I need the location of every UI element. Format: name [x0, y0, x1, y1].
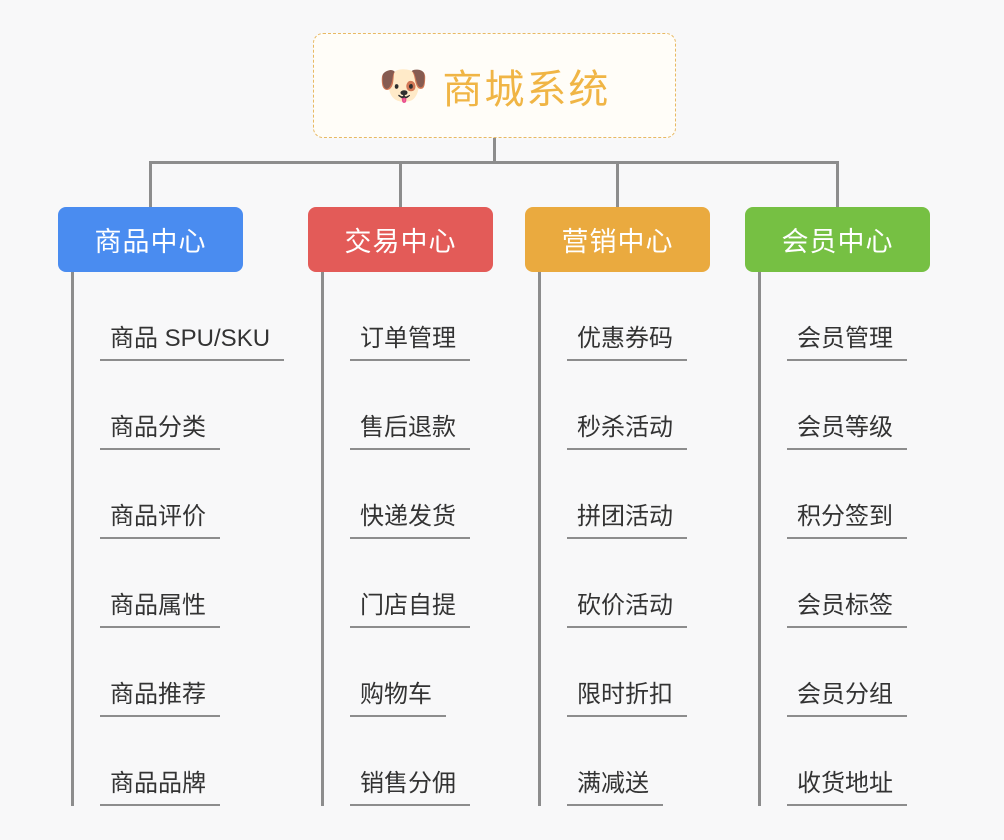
list-item[interactable]: 会员分组 [761, 628, 945, 717]
list-item[interactable]: 商品推荐 [74, 628, 308, 717]
list-item-label: 快递发货 [350, 503, 470, 539]
item-list-product-center: 商品 SPU/SKU 商品分类 商品评价 商品属性 商品推荐 商品品牌 [71, 272, 308, 806]
list-item-label: 秒杀活动 [567, 414, 687, 450]
category-header-member-center[interactable]: 会员中心 [745, 207, 930, 272]
list-item-label: 会员等级 [787, 414, 907, 450]
list-item[interactable]: 商品 SPU/SKU [74, 272, 308, 361]
item-list-trade-center: 订单管理 售后退款 快递发货 门店自提 购物车 销售分佣 [321, 272, 525, 806]
list-item-label: 商品推荐 [100, 681, 220, 717]
root-node-shopping-mall-system[interactable]: 🐶 商城系统 [313, 33, 676, 138]
list-item-label: 会员管理 [787, 325, 907, 361]
list-item-label: 门店自提 [350, 592, 470, 628]
list-item[interactable]: 购物车 [324, 628, 525, 717]
list-item-label: 拼团活动 [567, 503, 687, 539]
list-item[interactable]: 商品品牌 [74, 717, 308, 806]
list-item-label: 商品品牌 [100, 770, 220, 806]
connector-drop-trade-center [399, 161, 402, 207]
list-item-label: 满减送 [567, 770, 663, 806]
list-item[interactable]: 秒杀活动 [541, 361, 745, 450]
root-node-title: 商城系统 [442, 67, 611, 112]
list-item-label: 砍价活动 [567, 592, 687, 628]
list-item[interactable]: 商品分类 [74, 361, 308, 450]
list-item[interactable]: 满减送 [541, 717, 745, 806]
connector-drop-marketing-center [616, 161, 619, 207]
list-item[interactable]: 会员管理 [761, 272, 945, 361]
list-item[interactable]: 订单管理 [324, 272, 525, 361]
connector-drop-member-center [836, 161, 839, 207]
list-item-label: 商品属性 [100, 592, 220, 628]
list-item-label: 限时折扣 [567, 681, 687, 717]
list-item-label: 会员分组 [787, 681, 907, 717]
item-list-marketing-center: 优惠券码 秒杀活动 拼团活动 砍价活动 限时折扣 满减送 [538, 272, 745, 806]
list-item[interactable]: 快递发货 [324, 450, 525, 539]
category-header-product-center[interactable]: 商品中心 [58, 207, 243, 272]
connector-root-stem [493, 138, 496, 164]
category-label: 会员中心 [781, 227, 894, 257]
list-item-label: 收货地址 [787, 770, 907, 806]
list-item-label: 售后退款 [350, 414, 470, 450]
list-item-label: 商品 SPU/SKU [100, 325, 285, 361]
list-item-label: 商品评价 [100, 503, 220, 539]
connector-drop-product-center [149, 161, 152, 207]
list-item[interactable]: 商品评价 [74, 450, 308, 539]
list-item[interactable]: 会员标签 [761, 539, 945, 628]
column-marketing-center: 营销中心 优惠券码 秒杀活动 拼团活动 砍价活动 限时折扣 满减送 [525, 207, 745, 806]
category-header-trade-center[interactable]: 交易中心 [308, 207, 493, 272]
list-item[interactable]: 会员等级 [761, 361, 945, 450]
list-item-label: 优惠券码 [567, 325, 687, 361]
dog-face-icon: 🐶 [378, 63, 429, 108]
list-item[interactable]: 优惠券码 [541, 272, 745, 361]
category-header-marketing-center[interactable]: 营销中心 [525, 207, 710, 272]
list-item[interactable]: 限时折扣 [541, 628, 745, 717]
list-item[interactable]: 积分签到 [761, 450, 945, 539]
category-label: 交易中心 [344, 227, 457, 257]
list-item[interactable]: 销售分佣 [324, 717, 525, 806]
list-item-label: 销售分佣 [350, 770, 470, 806]
list-item[interactable]: 商品属性 [74, 539, 308, 628]
list-item-label: 积分签到 [787, 503, 907, 539]
column-trade-center: 交易中心 订单管理 售后退款 快递发货 门店自提 购物车 销售分佣 [308, 207, 525, 806]
connector-horizontal-bus [149, 161, 839, 164]
list-item-label: 订单管理 [350, 325, 470, 361]
column-product-center: 商品中心 商品 SPU/SKU 商品分类 商品评价 商品属性 商品推荐 商品品牌 [58, 207, 308, 806]
item-list-member-center: 会员管理 会员等级 积分签到 会员标签 会员分组 收货地址 [758, 272, 945, 806]
list-item-label: 购物车 [350, 681, 446, 717]
list-item[interactable]: 砍价活动 [541, 539, 745, 628]
list-item[interactable]: 收货地址 [761, 717, 945, 806]
list-item-label: 商品分类 [100, 414, 220, 450]
list-item-label: 会员标签 [787, 592, 907, 628]
list-item[interactable]: 拼团活动 [541, 450, 745, 539]
list-item[interactable]: 售后退款 [324, 361, 525, 450]
category-label: 营销中心 [561, 227, 674, 257]
column-member-center: 会员中心 会员管理 会员等级 积分签到 会员标签 会员分组 收货地址 [745, 207, 945, 806]
list-item[interactable]: 门店自提 [324, 539, 525, 628]
category-label: 商品中心 [94, 227, 207, 257]
